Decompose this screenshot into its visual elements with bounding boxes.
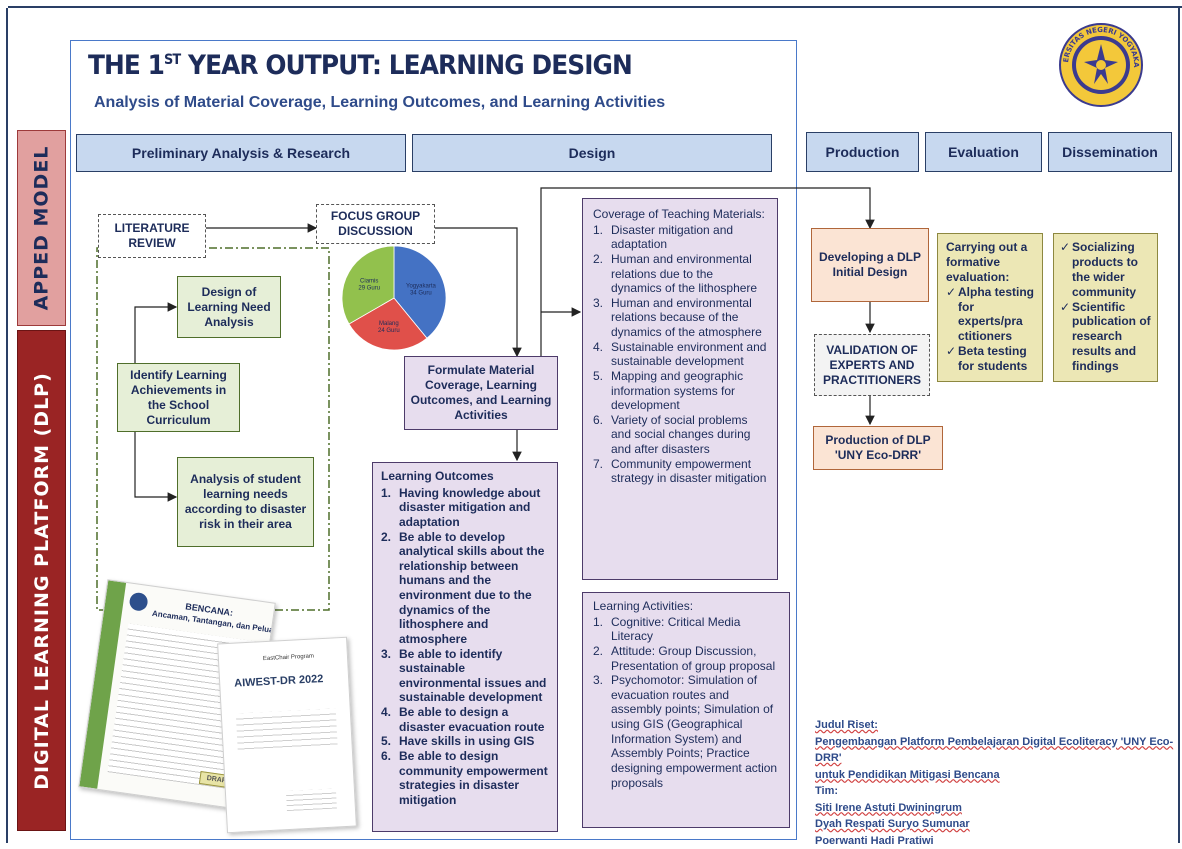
outcome-item-number: 1.: [381, 486, 399, 530]
check-icon: ✓: [1060, 300, 1072, 374]
outcome-item: 4.Be able to design a disaster evacuatio…: [381, 705, 549, 734]
pie-label: Yogyakarta: [406, 283, 436, 289]
coverage-item-text: Mapping and geographic information syste…: [611, 369, 767, 413]
team-label: Tim:: [815, 783, 1182, 800]
coverage-item-number: 1.: [593, 223, 611, 252]
coverage-title: Coverage of Teaching Materials:: [593, 207, 767, 222]
conference-document-thumbnail: EastChair Program AIWEST-DR 2022: [217, 637, 357, 834]
activity-item-number: 2.: [593, 644, 611, 673]
activity-item-number: 3.: [593, 673, 611, 790]
outcome-item-number: 6.: [381, 749, 399, 808]
identify-achievements-box: Identify Learning Achievements in the Sc…: [117, 363, 240, 432]
outcome-item-number: 3.: [381, 647, 399, 706]
dissemination-item-text: Scientific publication of research resul…: [1072, 300, 1151, 374]
outcome-item: 3.Be able to identify sustainable enviro…: [381, 647, 549, 706]
activity-item: 3.Psychomotor: Simulation of evacuation …: [593, 673, 779, 790]
coverage-item: 3.Human and environmental relations beca…: [593, 296, 767, 340]
activity-item: 1.Cognitive: Critical Media Literacy: [593, 615, 779, 644]
developing-dlp-box: Developing a DLP Initial Design: [811, 228, 929, 302]
check-icon: ✓: [1060, 240, 1072, 300]
coverage-item-text: Variety of social problems and social ch…: [611, 413, 767, 457]
coverage-item-text: Sustainable environment and sustainable …: [611, 340, 767, 369]
analysis-student-needs-box: Analysis of student learning needs accor…: [177, 457, 314, 547]
outcome-item-number: 2.: [381, 530, 399, 647]
activity-item-text: Attitude: Group Discussion, Presentation…: [611, 644, 779, 673]
activities-box: Learning Activities: 1.Cognitive: Critic…: [582, 592, 790, 828]
dissemination-list: ✓Socializing products to the wider commu…: [1060, 240, 1151, 374]
coverage-item: 6.Variety of social problems and social …: [593, 413, 767, 457]
pie-label: Ciamis: [360, 279, 378, 285]
coverage-item: 1.Disaster mitigation and adaptation: [593, 223, 767, 252]
pie-value-label: 29 Guru: [358, 286, 380, 292]
formulate-box: Formulate Material Coverage, Learning Ou…: [404, 356, 558, 430]
outcome-item-number: 5.: [381, 734, 399, 749]
dissemination-box: ✓Socializing products to the wider commu…: [1053, 233, 1158, 382]
coverage-item: 5.Mapping and geographic information sys…: [593, 369, 767, 413]
literature-review-box: LITERATURE REVIEW: [98, 214, 206, 258]
activity-item-number: 1.: [593, 615, 611, 644]
evaluation-list: ✓Alpha testing for experts/pra ctitioner…: [946, 285, 1034, 374]
coverage-item-number: 3.: [593, 296, 611, 340]
outcome-item: 6.Be able to design community empowermen…: [381, 749, 549, 808]
activity-item-text: Cognitive: Critical Media Literacy: [611, 615, 779, 644]
coverage-item-number: 5.: [593, 369, 611, 413]
team-member: Dyah Respati Suryo Sumunar: [815, 816, 1182, 833]
coverage-item-number: 7.: [593, 457, 611, 486]
design-learning-need-box: Design of Learning Need Analysis: [177, 276, 281, 338]
evaluation-item-text: Alpha testing for experts/pra ctitioners: [958, 285, 1034, 345]
evaluation-item-text: Beta testing for students: [958, 344, 1034, 374]
team-member: Poerwanti Hadi Pratiwi: [815, 833, 1182, 849]
coverage-item-number: 4.: [593, 340, 611, 369]
check-icon: ✓: [946, 344, 958, 374]
dissemination-item: ✓Scientific publication of research resu…: [1060, 300, 1151, 374]
coverage-item-number: 2.: [593, 252, 611, 296]
outcome-item-text: Be able to design community empowerment …: [399, 749, 549, 808]
coverage-item-number: 6.: [593, 413, 611, 457]
coverage-item: 4.Sustainable environment and sustainabl…: [593, 340, 767, 369]
research-label: Judul Riset:: [815, 717, 1182, 734]
activity-item: 2.Attitude: Group Discussion, Presentati…: [593, 644, 779, 673]
coverage-item-text: Human and environmental relations becaus…: [611, 296, 767, 340]
coverage-item: 7.Community empowerment strategy in disa…: [593, 457, 767, 486]
coverage-item-text: Human and environmental relations due to…: [611, 252, 767, 296]
production-dlp-box: Production of DLP 'UNY Eco-DRR': [813, 426, 943, 470]
outcomes-title: Learning Outcomes: [381, 469, 549, 484]
outcomes-box: Learning Outcomes 1.Having knowledge abo…: [372, 462, 558, 832]
outcome-item-number: 4.: [381, 705, 399, 734]
dissemination-item-text: Socializing products to the wider commun…: [1072, 240, 1151, 300]
research-title-line2: untuk Pendidikan Mitigasi Bencana: [815, 767, 1182, 784]
evaluation-intro: Carrying out a formative evaluation:: [946, 240, 1034, 285]
coverage-item-text: Community empowerment strategy in disast…: [611, 457, 767, 486]
outcome-item: 1.Having knowledge about disaster mitiga…: [381, 486, 549, 530]
outcome-item-text: Having knowledge about disaster mitigati…: [399, 486, 549, 530]
activities-title: Learning Activities:: [593, 599, 779, 614]
outcome-item-text: Be able to design a disaster evacuation …: [399, 705, 549, 734]
outcomes-list: 1.Having knowledge about disaster mitiga…: [381, 486, 549, 808]
activity-item-text: Psychomotor: Simulation of evacuation ro…: [611, 673, 779, 790]
coverage-item-text: Disaster mitigation and adaptation: [611, 223, 767, 252]
evaluation-box: Carrying out a formative evaluation: ✓Al…: [937, 233, 1043, 382]
evaluation-item: ✓Alpha testing for experts/pra ctitioner…: [946, 285, 1034, 345]
research-info: Judul Riset: Pengembangan Platform Pembe…: [815, 717, 1182, 849]
dissemination-item: ✓Socializing products to the wider commu…: [1060, 240, 1151, 300]
check-icon: ✓: [946, 285, 958, 345]
pie-value-label: 34 Guru: [410, 290, 432, 296]
research-title-line1: Pengembangan Platform Pembelajaran Digit…: [815, 734, 1182, 767]
outcome-item-text: Be able to identify sustainable environm…: [399, 647, 549, 706]
team-member: Siti Irene Astuti Dwiningrum: [815, 800, 1182, 817]
evaluation-item: ✓Beta testing for students: [946, 344, 1034, 374]
outcome-item-text: Have skills in using GIS: [399, 734, 534, 749]
pie-label: Malang: [379, 321, 399, 327]
outcome-item-text: Be able to develop analytical skills abo…: [399, 530, 549, 647]
pie-value-label: 24 Guru: [378, 328, 400, 334]
validation-box: VALIDATION OF EXPERTS AND PRACTITIONERS: [814, 334, 930, 396]
focus-group-box: FOCUS GROUP DISCUSSION: [316, 204, 435, 244]
coverage-box: Coverage of Teaching Materials: 1.Disast…: [582, 198, 778, 580]
outcome-item: 2.Be able to develop analytical skills a…: [381, 530, 549, 647]
outcome-item: 5.Have skills in using GIS: [381, 734, 549, 749]
coverage-item: 2.Human and environmental relations due …: [593, 252, 767, 296]
